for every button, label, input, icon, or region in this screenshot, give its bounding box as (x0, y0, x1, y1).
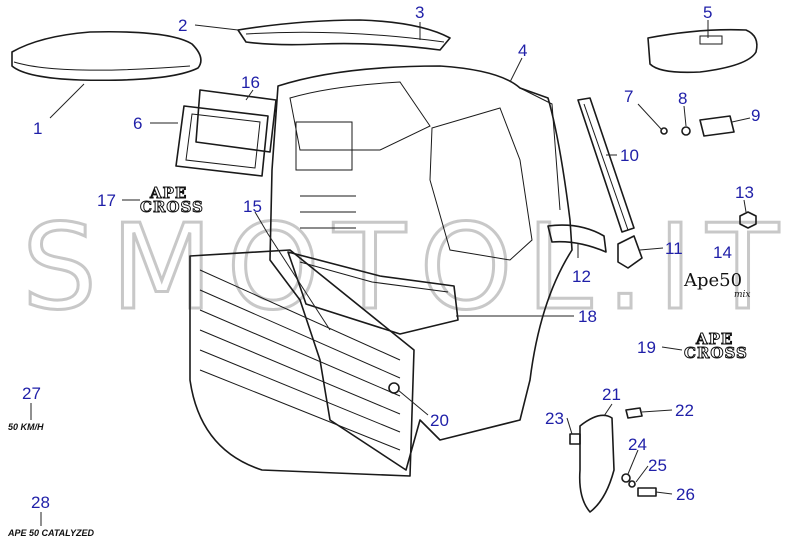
callout-21: 21 (602, 385, 621, 404)
badge-ape50-mix: Ape50 mix (683, 270, 751, 300)
badge-ape-cross-left: APE CROSS (140, 184, 204, 217)
callout-16: 16 (241, 73, 260, 92)
callout-26: 26 (676, 485, 695, 504)
part-sill-strip (547, 224, 607, 253)
caption-catalyzed: APE 50 CATALYZED (7, 528, 95, 538)
callout-24: 24 (628, 435, 647, 454)
cab-rear-window (295, 121, 353, 171)
callout-14: 14 (713, 243, 732, 262)
callout-19: 19 (637, 338, 656, 357)
side-window-glass (185, 113, 261, 169)
roof-pad-edge (13, 61, 191, 71)
callout-13: 13 (735, 183, 754, 202)
callout-22: 22 (675, 401, 694, 420)
part-spring-washer (628, 480, 636, 488)
callout-3: 3 (415, 3, 424, 22)
badge-17-line2: CROSS (140, 198, 204, 216)
watermark-text: SMOTOL.IT (22, 198, 790, 336)
callout-numbers: 1 2 3 4 5 6 7 8 9 10 13 11 14 12 16 17 1… (22, 3, 760, 512)
cargo-bed-slats (199, 269, 401, 451)
badge-19-line2: CROSS (684, 344, 748, 362)
leader-lines (30, 20, 751, 526)
badge-19-line1: APE (695, 330, 733, 348)
callout-20: 20 (430, 411, 449, 430)
cab-body (269, 65, 573, 471)
cab-rear-panel (289, 81, 431, 151)
cab-door-opening (429, 107, 533, 261)
callout-11: 11 (665, 239, 683, 258)
callout-8: 8 (678, 89, 687, 108)
part-screw (660, 127, 668, 135)
callout-27: 27 (22, 384, 41, 403)
part-mudflap-screw-top (625, 407, 643, 419)
part-windshield-seal (237, 19, 451, 51)
storage-tray-rim (299, 261, 449, 293)
callout-23: 23 (545, 409, 564, 428)
part-bracket (617, 235, 643, 269)
part-side-window-outer (195, 89, 277, 153)
caption-speed: 50 KM/H (8, 422, 44, 432)
cargo-bed (189, 249, 415, 477)
callout-9: 9 (751, 106, 760, 125)
badge-14-sub: mix (734, 290, 751, 300)
part-lamp-housing (647, 28, 758, 74)
callout-5: 5 (703, 3, 712, 22)
part-storage-tray (287, 251, 459, 335)
callout-18: 18 (578, 307, 597, 326)
part-clip (699, 115, 735, 137)
part-mudflap (578, 414, 615, 513)
part-nut (739, 211, 757, 229)
callout-12: 12 (572, 267, 591, 286)
callout-25: 25 (648, 456, 667, 475)
badge-ape-cross-right: APE CROSS (684, 330, 748, 363)
part-washer-lower (621, 473, 631, 483)
cab-ribs (300, 195, 356, 229)
part-washer (681, 126, 691, 136)
part-bolt (637, 487, 657, 497)
callout-7: 7 (624, 87, 633, 106)
part-roof-pad (11, 30, 202, 82)
lamp-clip (699, 35, 723, 45)
part-mudflap-clip (569, 433, 581, 445)
callout-1: 1 (33, 119, 42, 138)
part-plug (388, 382, 400, 394)
door-strip-groove (583, 103, 629, 231)
seal-inner-line (245, 31, 445, 43)
callout-10: 10 (620, 146, 639, 165)
callout-4: 4 (518, 41, 527, 60)
callout-2: 2 (178, 16, 187, 35)
callout-15: 15 (243, 197, 262, 216)
callout-17: 17 (97, 191, 116, 210)
part-side-window-frame (175, 105, 269, 177)
callout-28: 28 (31, 493, 50, 512)
badge-14-main: Ape50 (683, 270, 742, 291)
badge-17-line1: APE (149, 184, 187, 202)
callout-6: 6 (133, 114, 142, 133)
part-door-strip (577, 97, 635, 233)
windshield-pillar (519, 87, 561, 211)
